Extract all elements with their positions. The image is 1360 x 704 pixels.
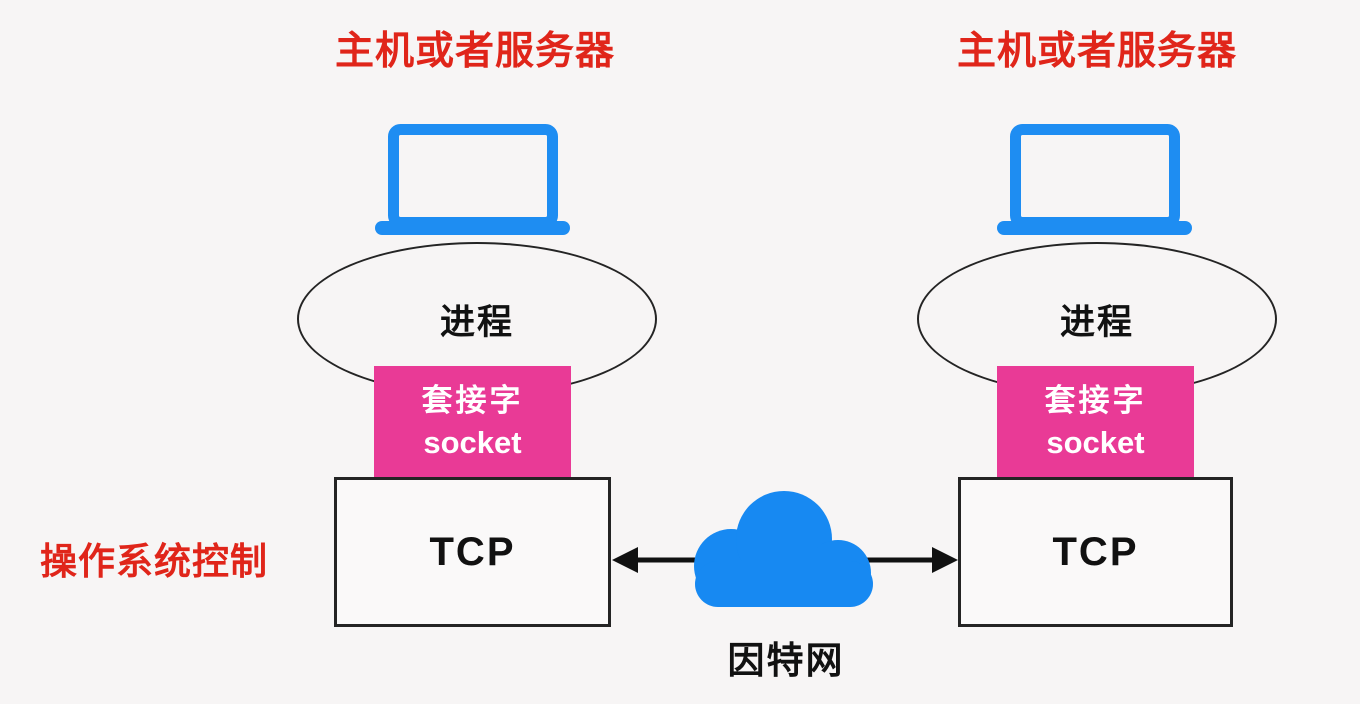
left-tcp-label: TCP	[429, 529, 516, 574]
right-socket-label-cn: 套接字	[1044, 382, 1147, 418]
left-tcp-box: TCP	[334, 477, 611, 627]
left-socket-label-cn: 套接字	[421, 382, 524, 418]
right-tcp-label: TCP	[1052, 529, 1139, 574]
left-socket-box: 套接字 socket	[374, 366, 571, 477]
internet-label: 因特网	[727, 640, 845, 681]
os-control-label: 操作系统控制	[40, 541, 268, 582]
laptop-icon	[375, 122, 570, 235]
right-tcp-box: TCP	[958, 477, 1233, 627]
right-socket-label-en: socket	[1046, 424, 1145, 460]
left-host-title: 主机或者服务器	[334, 30, 615, 73]
left-socket-label-en: socket	[423, 424, 522, 460]
internet-cloud-icon	[687, 489, 879, 608]
laptop-icon	[997, 122, 1192, 235]
right-socket-box: 套接字 socket	[997, 366, 1194, 477]
left-process-label: 进程	[439, 302, 514, 342]
right-process-label: 进程	[1059, 302, 1134, 342]
right-host-title: 主机或者服务器	[956, 30, 1237, 73]
